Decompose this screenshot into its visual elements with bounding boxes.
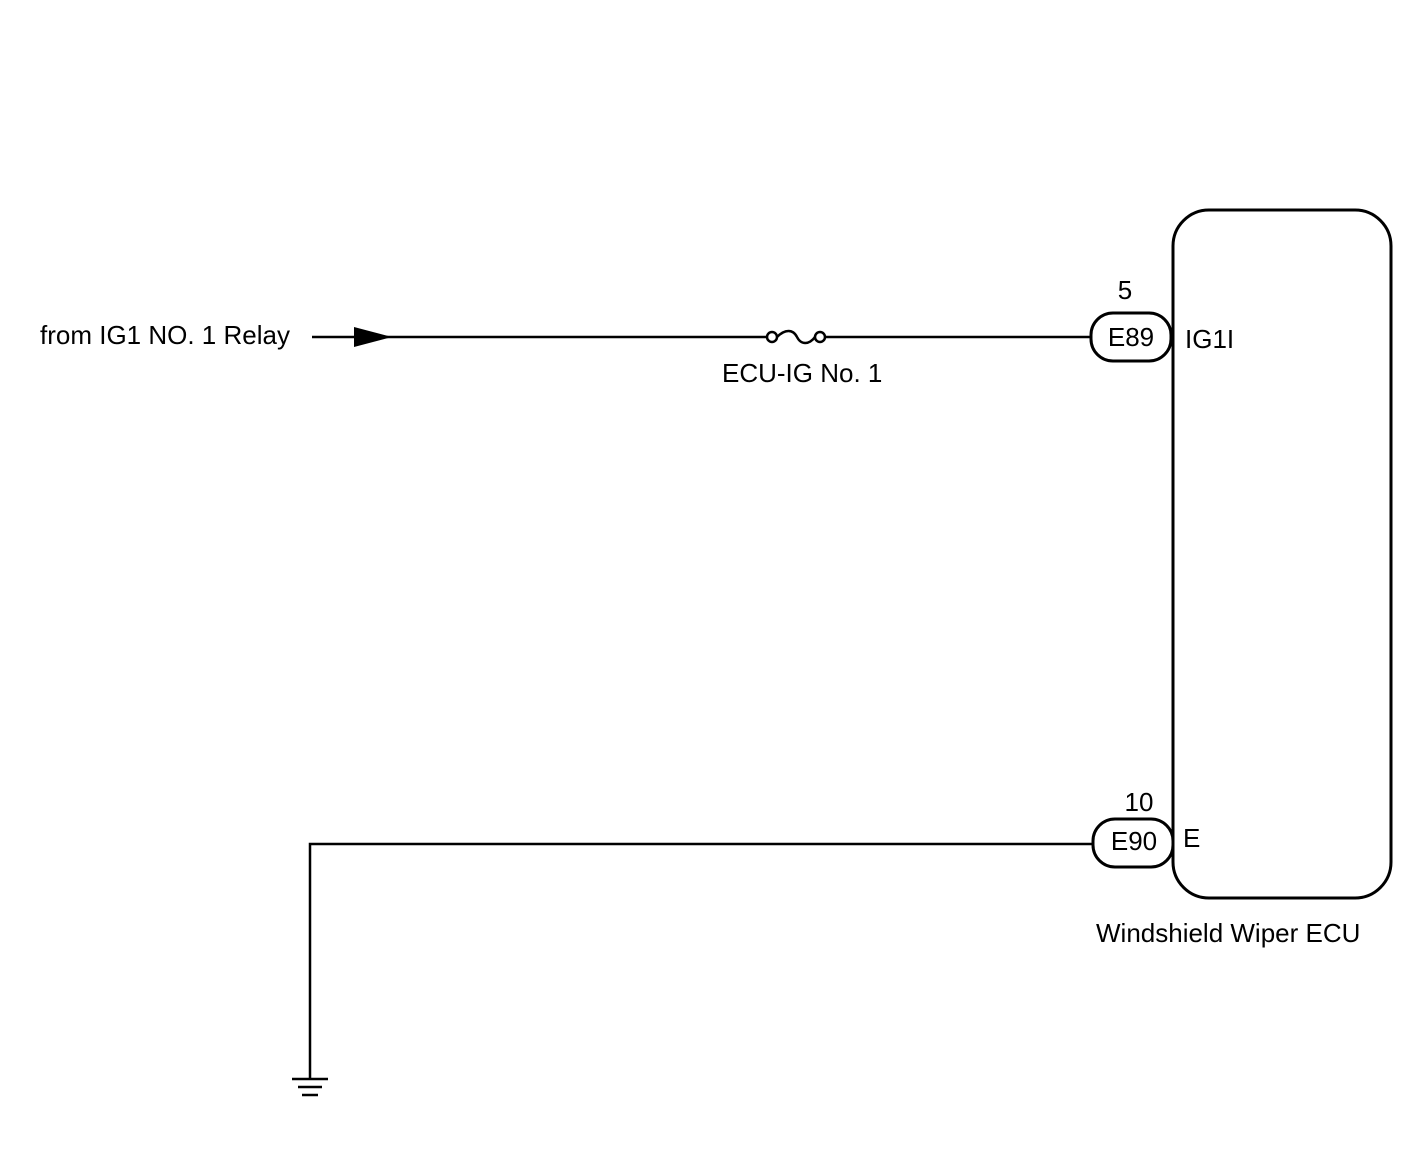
source-arrow-icon (354, 327, 392, 347)
ecu-body (1171, 208, 1393, 900)
connector-e89-body (1089, 311, 1173, 363)
connector-e89-id: E89 (1108, 322, 1154, 352)
ground-wire (308, 842, 1093, 1078)
connector-e90-pin: 10 (1125, 787, 1154, 817)
fuse-symbol-icon (765, 329, 827, 345)
fuse-label: ECU-IG No. 1 (722, 358, 882, 388)
connector-e89-pin: 5 (1118, 275, 1132, 305)
connector-e90: E90 (1091, 817, 1175, 869)
terminal-ig1i-label: IG1I (1185, 324, 1234, 354)
ground-icon (292, 1077, 328, 1097)
connector-e89: E89 (1089, 311, 1173, 363)
source-label: from IG1 NO. 1 Relay (40, 320, 290, 350)
ecu-label: Windshield Wiper ECU (1096, 918, 1360, 948)
connector-e90-id: E90 (1111, 826, 1157, 856)
terminal-e-label: E (1183, 823, 1200, 853)
